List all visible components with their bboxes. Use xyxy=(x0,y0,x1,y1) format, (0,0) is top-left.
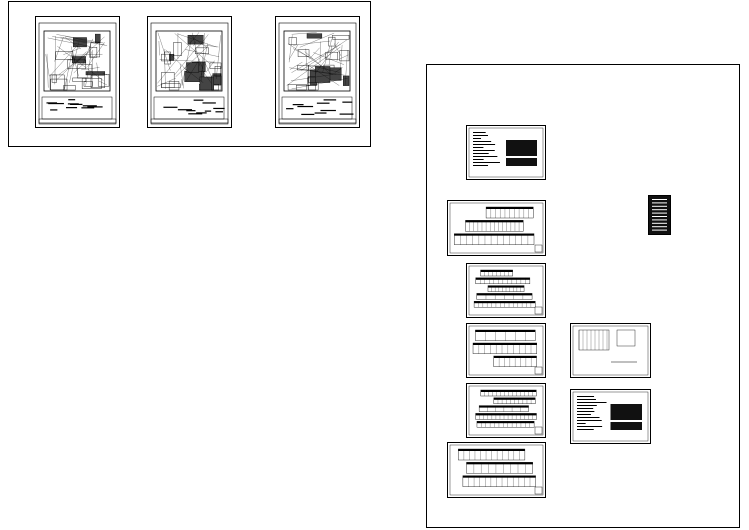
notes-drawing xyxy=(572,391,649,442)
detail-sheet-2[interactable] xyxy=(570,389,651,444)
schedule-drawing xyxy=(468,325,544,376)
plan-sheet-1[interactable] xyxy=(35,16,120,128)
schedule-sheet-4[interactable] xyxy=(466,383,546,438)
notes-sheet[interactable] xyxy=(466,125,546,180)
schedule-drawing xyxy=(468,265,544,316)
floor-plan-drawing xyxy=(278,22,357,125)
floor-plan-drawing xyxy=(150,22,229,125)
schedule-sheet-3[interactable] xyxy=(466,323,546,378)
schedule-drawing xyxy=(468,385,544,436)
notes-drawing xyxy=(468,127,544,178)
schedule-sheet-1[interactable] xyxy=(447,200,546,256)
legend-drawing xyxy=(652,199,667,231)
schedule-sheet-5[interactable] xyxy=(447,442,546,498)
legend-strip[interactable] xyxy=(648,195,671,235)
detail-sheet-1[interactable] xyxy=(570,323,651,378)
schedule-sheet-2[interactable] xyxy=(466,263,546,318)
schedule-drawing xyxy=(449,202,544,254)
detail-drawing xyxy=(572,325,649,376)
plan-sheet-3[interactable] xyxy=(275,16,360,128)
plan-sheet-2[interactable] xyxy=(147,16,232,128)
schedule-drawing xyxy=(449,444,544,496)
floor-plan-drawing xyxy=(38,22,117,125)
